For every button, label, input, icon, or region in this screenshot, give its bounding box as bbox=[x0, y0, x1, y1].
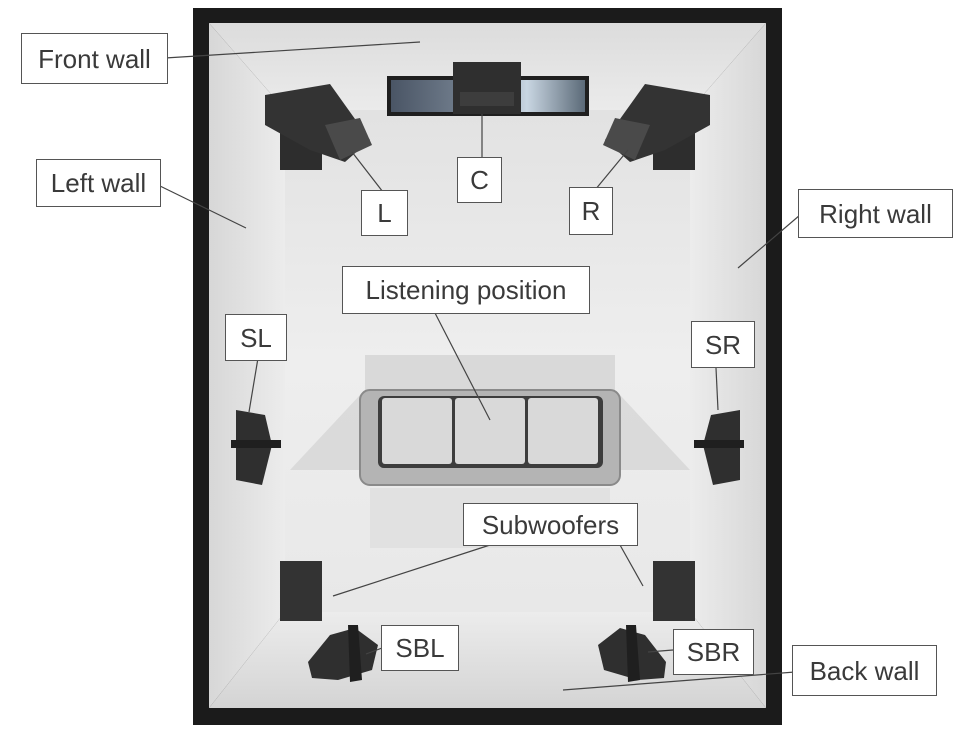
subwoofer-left bbox=[280, 561, 322, 621]
label-front-wall: Front wall bbox=[21, 33, 168, 84]
label-listening-position: Listening position bbox=[342, 266, 590, 314]
label-subwoofers: Subwoofers bbox=[463, 503, 638, 546]
leader-line-right-wall bbox=[737, 214, 801, 269]
surround-back-right-bracket bbox=[626, 625, 640, 682]
label-right: R bbox=[569, 187, 613, 235]
leader-line-subwoofer-left bbox=[332, 544, 491, 597]
center-speaker-face bbox=[460, 92, 514, 106]
leader-line-surround-right bbox=[715, 367, 719, 411]
leader-line-front-wall bbox=[164, 41, 421, 59]
label-surround-right: SR bbox=[691, 321, 755, 368]
label-center: C bbox=[457, 157, 502, 203]
leader-line-surround-left bbox=[248, 357, 259, 413]
front-left-speaker-face bbox=[325, 118, 372, 160]
shadow bbox=[290, 395, 360, 470]
leader-line-left bbox=[351, 151, 384, 193]
front-right-speaker-face bbox=[603, 118, 650, 160]
sofa-cushion bbox=[455, 398, 525, 464]
center-speaker bbox=[453, 62, 521, 114]
surround-back-left-bracket bbox=[348, 625, 362, 682]
sofa-cushion bbox=[382, 398, 452, 464]
leader-line-back-wall bbox=[562, 671, 796, 691]
leader-line-right bbox=[594, 149, 629, 191]
sofa-backrest-shadow bbox=[365, 355, 615, 395]
subwoofer-right bbox=[653, 561, 695, 621]
label-surround-left: SL bbox=[225, 314, 287, 361]
label-left-wall: Left wall bbox=[36, 159, 161, 207]
leader-lines bbox=[159, 41, 801, 691]
sofa-cushion bbox=[528, 398, 598, 464]
label-left: L bbox=[361, 190, 408, 236]
label-surround-back-left: SBL bbox=[381, 625, 459, 671]
leader-line-left-wall bbox=[159, 185, 247, 229]
shadow bbox=[620, 395, 690, 470]
leader-line-surround-back-right bbox=[647, 649, 674, 653]
surround-right-bracket bbox=[694, 440, 744, 448]
label-right-wall: Right wall bbox=[798, 189, 953, 238]
label-surround-back-right: SBR bbox=[673, 629, 754, 675]
leader-line-subwoofer-right bbox=[619, 544, 644, 587]
leader-line-listening-position bbox=[434, 312, 491, 421]
leader-line-surround-back-left bbox=[365, 647, 383, 655]
surround-left-bracket bbox=[231, 440, 281, 448]
left-wall-surface bbox=[209, 23, 285, 708]
label-back-wall: Back wall bbox=[792, 645, 937, 696]
